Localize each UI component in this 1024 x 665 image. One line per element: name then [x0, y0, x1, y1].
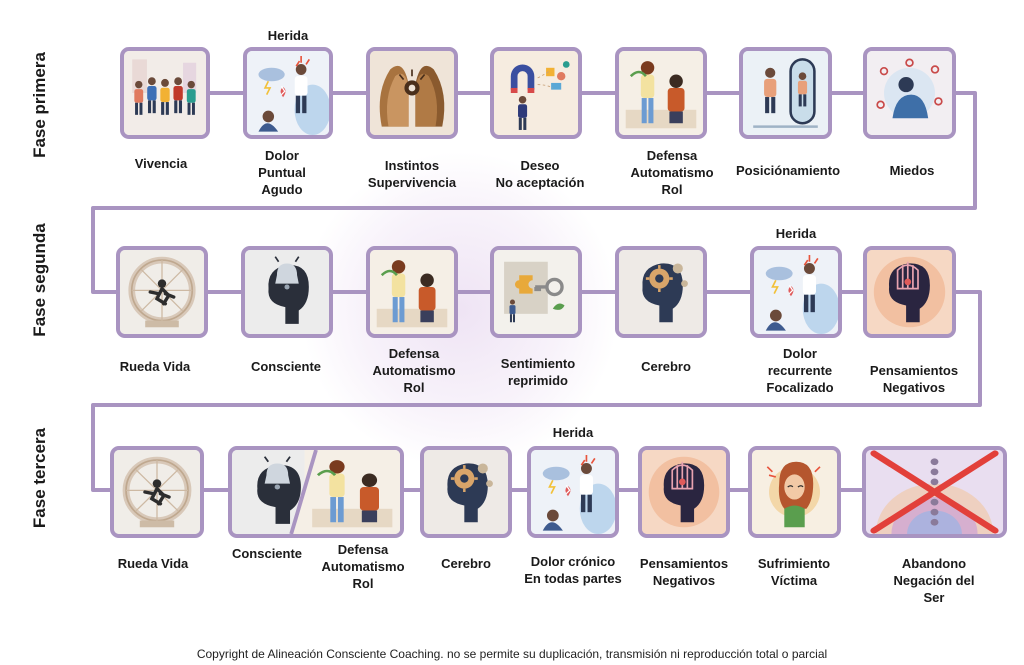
- phase-card-segunda-4: [490, 246, 582, 338]
- phase-label-primera: Fase primera: [30, 52, 49, 158]
- phase-item-label: Abandono Negación del Ser: [893, 556, 975, 605]
- phase-card-tercera-1: [110, 446, 204, 538]
- phase-card-segunda-7: [863, 246, 956, 338]
- phase-card-tercera-split: [228, 446, 404, 538]
- phase-card-tercera-5: [527, 446, 619, 538]
- phase-item-label: Defensa Automatismo Rol: [372, 346, 456, 395]
- phase-card-primera-6: [739, 47, 832, 139]
- phase-card-segunda-6: [750, 246, 842, 338]
- phase-item-label: Sufrimiento Víctima: [757, 556, 831, 588]
- bell-head-icon: [245, 250, 329, 334]
- phase-item-label: Pensamientos Negativos: [869, 363, 959, 395]
- suffering-woman-icon: [752, 450, 837, 534]
- phase-item-label: Cerebro: [441, 556, 491, 571]
- mirror-person-icon: [743, 51, 828, 135]
- phase-item-label: Defensa Automatismo Rol: [630, 148, 714, 197]
- phase-card-primera-5: [615, 47, 707, 139]
- caged-mind-icon: [642, 450, 726, 534]
- crossed-chakra-icon: [866, 450, 1003, 534]
- phase-card-tercera-7: [748, 446, 841, 538]
- injured-person-icon: [247, 51, 329, 135]
- phase-item-label: Consciente: [231, 546, 303, 561]
- bell-head-icon: [232, 450, 400, 534]
- phase-card-segunda-3: [366, 246, 458, 338]
- phase-card-segunda-1: [116, 246, 208, 338]
- caged-mind-icon: [867, 250, 952, 334]
- arguing-couple-icon: [619, 51, 703, 135]
- magnet-person-icon: [494, 51, 578, 135]
- fearful-person-icon: [867, 51, 952, 135]
- phase-card-segunda-2: [241, 246, 333, 338]
- phase-item-label: Dolor Puntual Agudo: [258, 148, 306, 197]
- phase-card-tercera-4: [420, 446, 512, 538]
- phase-card-primera-4: [490, 47, 582, 139]
- phase-item-label: Dolor recurrente Focalizado: [766, 346, 834, 395]
- arguing-couple-icon: [370, 250, 454, 334]
- puzzle-key-icon: [494, 250, 578, 334]
- phase-item-label: Rueda Vida: [117, 556, 189, 571]
- phase-card-tercera-8: [862, 446, 1007, 538]
- phase-item-label: Cerebro: [641, 359, 691, 374]
- phase-item-label: Posiciónamiento: [735, 163, 841, 178]
- phase-item-label: Consciente: [250, 359, 322, 374]
- phase-card-primera-1: [120, 47, 210, 139]
- phase-item-label: Defensa Automatismo Rol: [321, 542, 405, 591]
- brain-gears-icon: [424, 450, 508, 534]
- phase-card-primera-2: [243, 47, 333, 139]
- phase-item-label: Rueda Vida: [119, 359, 191, 374]
- phase-item-label: Vivencia: [134, 156, 188, 171]
- face-profiles-icon: [370, 51, 454, 135]
- phase-card-primera-3: [366, 47, 458, 139]
- phase-item-label: Deseo No aceptación: [495, 158, 585, 190]
- phase-item-label: Miedos: [889, 163, 935, 178]
- group-people-icon: [124, 51, 206, 135]
- phase-item-label: Instintos Supervivencia: [367, 158, 457, 190]
- phase-card-primera-7: [863, 47, 956, 139]
- herida-tag: Herida: [775, 226, 817, 241]
- hamster-wheel-icon: [120, 250, 204, 334]
- phase-card-tercera-6: [638, 446, 730, 538]
- phase-card-segunda-5: [615, 246, 707, 338]
- copyright-notice: Copyright de Alineación Consciente Coach…: [196, 647, 828, 661]
- phase-item-label: Sentimiento reprimido: [500, 356, 576, 388]
- connector-path: [91, 91, 1005, 492]
- phase-item-label: Pensamientos Negativos: [639, 556, 729, 588]
- hamster-wheel-icon: [114, 450, 200, 534]
- herida-tag: Herida: [267, 28, 309, 43]
- injured-person-icon: [754, 250, 838, 334]
- herida-tag: Herida: [552, 425, 594, 440]
- phase-label-segunda: Fase segunda: [30, 223, 49, 337]
- phase-label-tercera: Fase tercera: [30, 427, 49, 529]
- phase-item-label: Dolor crónico En todas partes: [524, 554, 622, 586]
- injured-person-icon: [531, 450, 615, 534]
- brain-gears-icon: [619, 250, 703, 334]
